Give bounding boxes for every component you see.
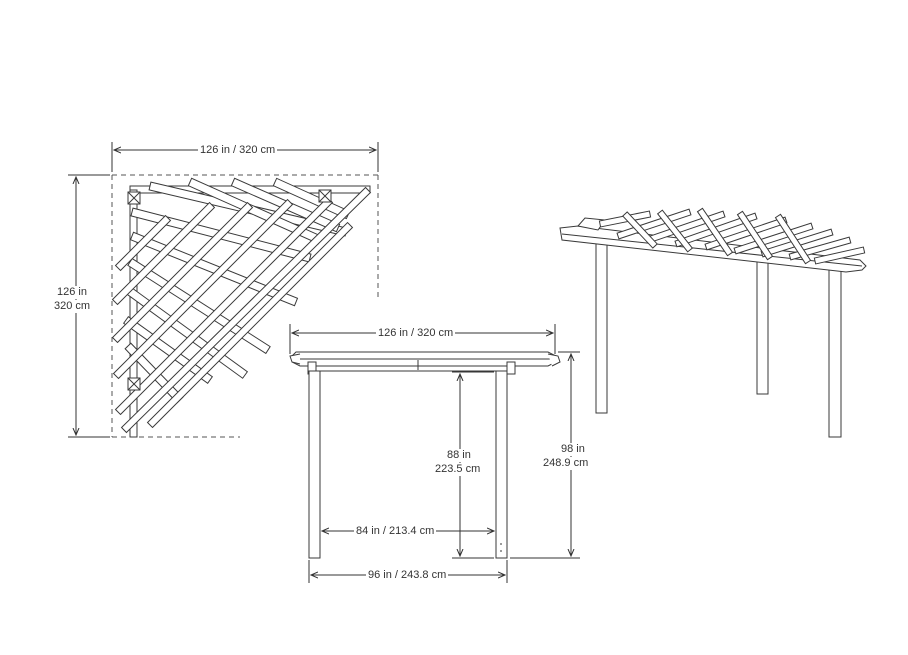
perspective-rafter — [813, 246, 866, 265]
front-clearance-label-cm: 223.5 cm — [433, 463, 483, 476]
perspective-rafter — [736, 210, 774, 261]
plan-purlin — [146, 221, 354, 429]
front-inner-width-label: 84 in / 213.4 cm — [354, 525, 437, 538]
plan-purlins — [111, 186, 372, 434]
front-post-left — [308, 370, 321, 559]
plan-view — [68, 142, 379, 438]
plan-purlin — [114, 214, 172, 272]
perspective-view — [559, 207, 867, 438]
perspective-rafter — [733, 222, 814, 255]
front-post-right — [495, 370, 508, 559]
plan-post-top-left — [127, 191, 141, 205]
perspective-post-front-right — [828, 261, 842, 438]
plan-purlin — [112, 198, 294, 380]
front-view — [289, 324, 580, 583]
perspective-rafters — [598, 207, 866, 265]
perspective-beams — [559, 217, 867, 273]
perspective-posts — [595, 242, 842, 438]
plan-purlin — [120, 186, 372, 434]
perspective-rafter — [656, 209, 694, 253]
front-top-width-label: 126 in / 320 cm — [376, 327, 456, 340]
front-top-beams — [289, 351, 561, 375]
plan-post-bottom-left — [127, 377, 141, 391]
perspective-post-back — [756, 255, 769, 395]
front-clearance-label-in: 88 in — [445, 449, 473, 462]
plan-depth-label-cm: 320 cm — [52, 300, 93, 313]
plan-rafter — [129, 231, 299, 307]
perspective-rafter — [774, 213, 812, 265]
front-total-height-label-in: 98 in — [559, 443, 587, 456]
plan-post-top-right — [318, 189, 332, 203]
front-post-span-label: 96 in / 243.8 cm — [366, 569, 449, 582]
perspective-rafter — [622, 211, 658, 249]
plan-purlin — [111, 201, 216, 306]
plan-width-label: 126 in / 320 cm — [198, 144, 278, 157]
front-total-height-label-cm: 248.9 cm — [541, 457, 591, 470]
plan-depth-label-in: 126 in — [55, 286, 89, 299]
perspective-post-front-left — [595, 242, 608, 414]
perspective-rafter — [696, 207, 734, 257]
plan-purlin — [111, 201, 254, 344]
front-posts — [308, 370, 508, 559]
